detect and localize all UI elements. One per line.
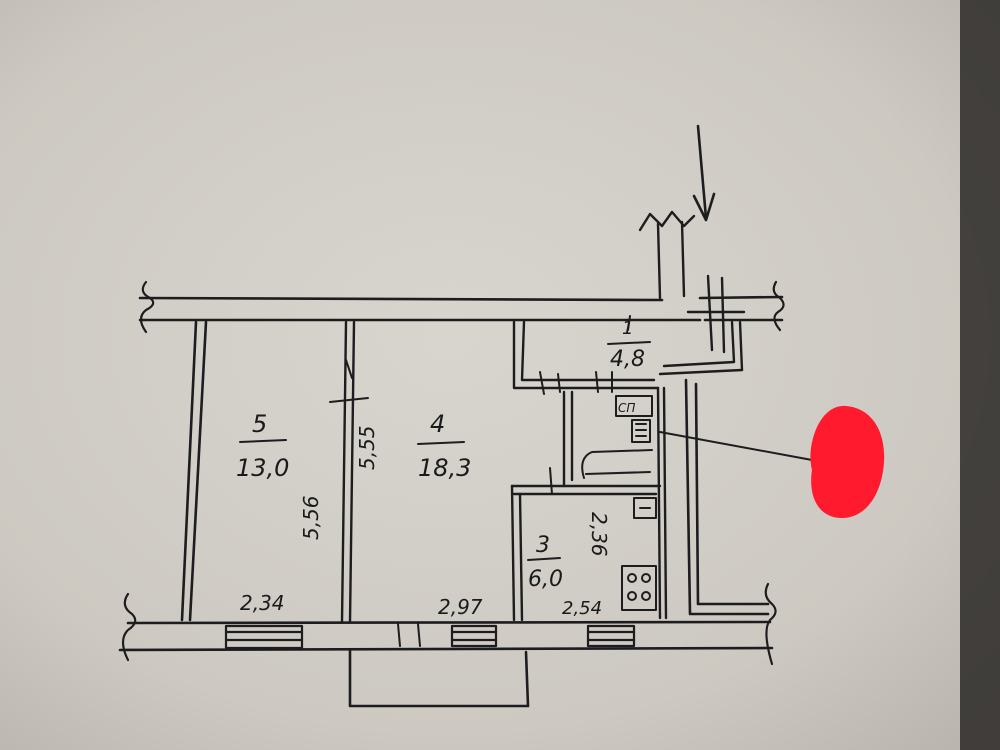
entry-arrow-icon: [692, 124, 716, 222]
bathroom-fixtures: [581, 395, 657, 611]
wall-break-symbols: [121, 280, 785, 666]
bottom-wall-inner: [126, 620, 772, 625]
room-4-width: 2,97: [438, 595, 483, 619]
sink-icon: [633, 497, 657, 519]
room-5-width: 2,34: [240, 591, 285, 615]
door-marks: [329, 315, 631, 647]
bottom-wall-outer: [118, 646, 774, 652]
paper-edge-shadow: [960, 0, 1000, 750]
balcony: [348, 648, 530, 708]
room-4-number: 4: [430, 410, 445, 438]
wc-label: СП: [618, 401, 635, 415]
window-room-3: [586, 624, 636, 648]
toilet-icon: [615, 395, 653, 417]
redaction-blob: [810, 405, 885, 518]
room-4-length: 5,55: [355, 425, 379, 470]
top-wall-outer: [138, 296, 664, 302]
room-4-area: 18,3: [418, 454, 471, 482]
room-1-number: 1: [622, 318, 633, 339]
partitions: [340, 320, 744, 624]
window-room-5: [224, 624, 304, 650]
ventilation-shaft: [638, 210, 746, 354]
room-3-area: 6,0: [528, 567, 563, 592]
room-5-number: 5: [252, 410, 267, 438]
room-3-length: 2,36: [587, 512, 611, 557]
room-3-width: 2,54: [562, 598, 602, 619]
bathtub-icon: [581, 449, 653, 479]
stove-icon: [621, 565, 657, 611]
room-5-area: 13,0: [236, 454, 289, 482]
room-3-number: 3: [536, 533, 550, 558]
room-5-length: 5,56: [299, 495, 323, 540]
leader-line: [659, 431, 813, 461]
windows: [224, 624, 636, 650]
window-room-4: [450, 624, 498, 648]
outer-walls: [118, 295, 784, 652]
room-1-area: 4,8: [610, 347, 645, 372]
